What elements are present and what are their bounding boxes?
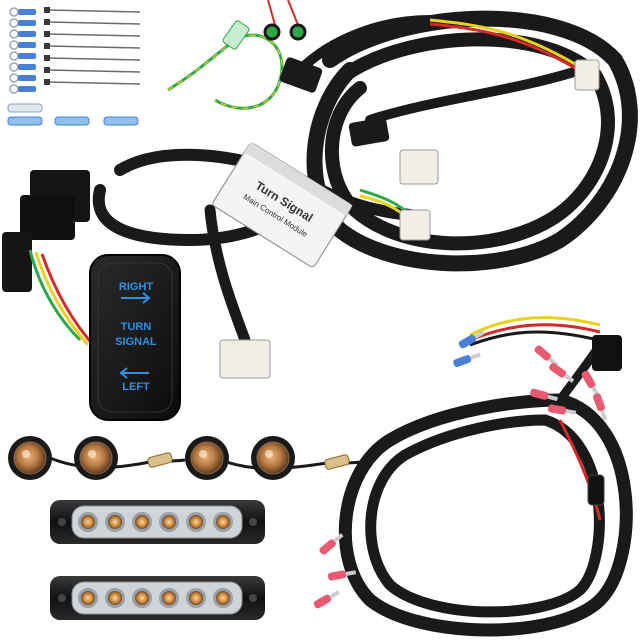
- led: [213, 512, 233, 532]
- insulated-terminal: [547, 404, 577, 415]
- ring-terminal: [9, 29, 36, 39]
- relay-set: [2, 170, 90, 292]
- led: [105, 512, 125, 532]
- zip-tie: [44, 7, 141, 13]
- power-harness: [338, 340, 633, 637]
- harness-wires: [359, 18, 586, 224]
- insulated-terminal: [319, 533, 344, 555]
- round-light: [185, 436, 229, 480]
- light-bar: [50, 500, 265, 544]
- rocker-switch: RIGHT TURN SIGNAL LEFT: [89, 254, 181, 421]
- led: [132, 512, 152, 532]
- led: [78, 588, 98, 608]
- arrow-right-icon: [121, 292, 151, 304]
- led: [159, 512, 179, 532]
- relay-wires: [28, 249, 98, 350]
- light-bar: [50, 576, 265, 620]
- led: [213, 588, 233, 608]
- insulated-terminal: [327, 570, 357, 581]
- butt-connector-set: [7, 103, 139, 126]
- bullet-connector-set: [147, 452, 350, 470]
- zip-tie: [44, 67, 141, 73]
- zip-tie: [44, 43, 141, 49]
- led: [159, 588, 179, 608]
- insulated-terminal: [313, 590, 340, 609]
- round-light-set: [8, 436, 295, 480]
- led: [186, 512, 206, 532]
- switch-left-label: LEFT: [122, 381, 150, 393]
- power-harness-wires: [469, 316, 602, 521]
- insulated-terminal: [549, 363, 575, 383]
- switch-right-label: RIGHT: [119, 281, 154, 293]
- insulated-terminal: [592, 393, 608, 421]
- zip-tie: [44, 55, 141, 61]
- round-light: [8, 436, 52, 480]
- insulated-terminal: [530, 388, 558, 402]
- power-connector: [592, 335, 622, 371]
- light-bar-set: [50, 500, 265, 620]
- arrow-left-icon: [119, 367, 149, 379]
- ring-terminal: [9, 73, 36, 83]
- ground-wire: [167, 20, 284, 110]
- round-light: [251, 436, 295, 480]
- insulated-terminal: [453, 352, 481, 368]
- ring-terminal: [9, 62, 36, 72]
- ring-terminal: [9, 84, 36, 94]
- fuse-holder: [587, 474, 605, 506]
- switch-signal-label: SIGNAL: [115, 336, 157, 348]
- zip-tie: [44, 79, 141, 85]
- insulated-terminal: [458, 330, 485, 349]
- led: [78, 512, 98, 532]
- led: [186, 588, 206, 608]
- ring-terminal: [9, 51, 36, 61]
- ring-terminal: [9, 40, 36, 50]
- harness-connector-set: [219, 57, 600, 379]
- zip-tie: [44, 19, 141, 25]
- indicator-switch-set: [263, 0, 307, 41]
- ring-terminal: [9, 7, 36, 17]
- round-light: [74, 436, 118, 480]
- zip-tie-set: [44, 7, 141, 85]
- zip-tie: [44, 31, 141, 37]
- terminal-set: [313, 330, 608, 609]
- switch-turn-label: TURN: [121, 321, 152, 333]
- led: [132, 588, 152, 608]
- ring-terminal-set: [9, 7, 36, 94]
- ring-terminal: [9, 18, 36, 28]
- led: [105, 588, 125, 608]
